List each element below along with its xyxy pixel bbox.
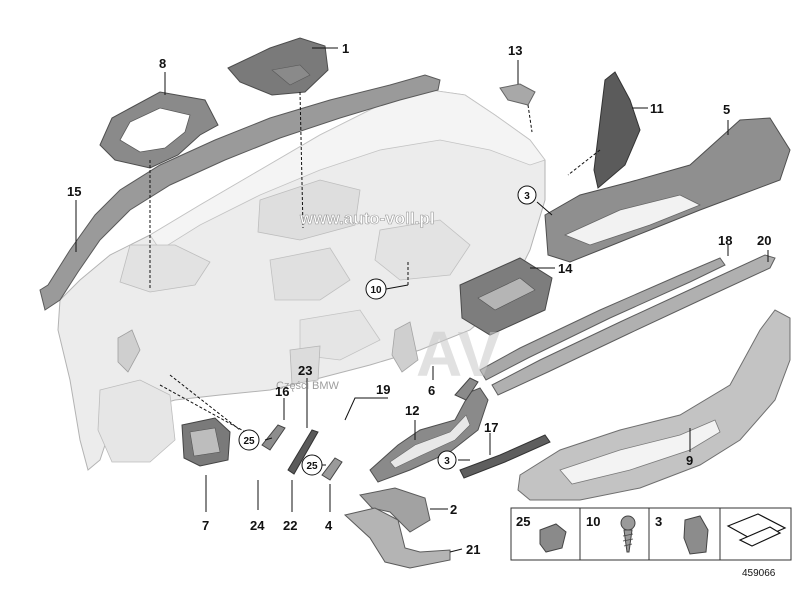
legend-item-3[interactable]: 3: [655, 514, 709, 555]
label-part-14[interactable]: 14: [558, 261, 573, 276]
part-21-lower-trim[interactable]: [343, 507, 451, 569]
part-labels: 1 8 13 11 5 15 18 20 14 6 23 16 19 12 17…: [67, 41, 771, 557]
watermark: www.auto-voll.pl AV Części BMW: [276, 209, 500, 392]
part-14-glovebox-bracket[interactable]: [459, 257, 553, 336]
part-11-side-panel[interactable]: [593, 71, 641, 189]
label-part-12[interactable]: 12: [405, 403, 419, 418]
label-part-20[interactable]: 20: [757, 233, 771, 248]
label-part-23[interactable]: 23: [298, 363, 312, 378]
circle-part-25b: [301, 454, 323, 476]
part-12-center-console-trim[interactable]: [369, 387, 489, 483]
part-15-defroster-strip[interactable]: [39, 74, 441, 311]
legend-label-25: 25: [516, 514, 530, 529]
part-1-center-trim[interactable]: [227, 37, 329, 96]
label-part-15[interactable]: 15: [67, 184, 81, 199]
label-part-17[interactable]: 17: [484, 420, 498, 435]
watermark-caption: Części BMW: [276, 380, 340, 392]
part-4-trim-insert[interactable]: [321, 457, 343, 481]
label-part-18[interactable]: 18: [718, 233, 732, 248]
label-part-7[interactable]: 7: [202, 518, 209, 533]
fastener-legend: 25 10 3: [510, 507, 792, 561]
label-part-13[interactable]: 13: [508, 43, 522, 58]
diagram-id: 459066: [742, 568, 776, 579]
legend-label-10: 10: [586, 514, 600, 529]
leader-lines: [75, 47, 769, 553]
part-9-decor-trim[interactable]: [517, 309, 791, 501]
label-part-16[interactable]: 16: [275, 384, 289, 399]
circle-part-3b: [437, 450, 457, 470]
part-20-seal-strip[interactable]: [491, 254, 776, 396]
label-part-19[interactable]: 19: [376, 382, 390, 397]
part-13-speaker-grille[interactable]: [499, 83, 536, 106]
clip-25-icon: [539, 523, 567, 553]
watermark-url: www.auto-voll.pl: [299, 209, 434, 228]
label-part-6[interactable]: 6: [428, 383, 435, 398]
circle-part-25a: [238, 429, 260, 451]
label-part-10[interactable]: 10: [370, 285, 382, 296]
legend-label-3: 3: [655, 514, 662, 529]
legend-item-25[interactable]: 25: [516, 514, 567, 553]
part-22-trim-strip[interactable]: [287, 429, 319, 475]
label-part-24[interactable]: 24: [250, 518, 265, 533]
part-18-seal-strip[interactable]: [479, 257, 726, 381]
label-part-25b[interactable]: 25: [306, 461, 318, 472]
label-part-5[interactable]: 5: [723, 102, 730, 117]
label-part-25a[interactable]: 25: [243, 436, 255, 447]
legend-item-10[interactable]: 10: [586, 514, 636, 553]
screw-10-icon: [620, 515, 636, 553]
clip-tool-icon: [726, 513, 787, 542]
legend-item-tool[interactable]: [726, 513, 787, 547]
part-8-trim-frame[interactable]: [99, 91, 219, 169]
label-part-9[interactable]: 9: [686, 453, 693, 468]
watermark-logo: AV: [416, 318, 500, 390]
label-part-11[interactable]: 11: [650, 101, 664, 116]
label-part-22[interactable]: 22: [283, 518, 297, 533]
label-part-8[interactable]: 8: [159, 56, 166, 71]
part-6-bracket[interactable]: [454, 377, 479, 401]
label-part-21[interactable]: 21: [466, 542, 480, 557]
label-part-3a[interactable]: 3: [524, 191, 530, 202]
circle-part-10: [365, 278, 387, 300]
clip-3-icon: [683, 515, 709, 555]
circled-labels: 3 10 25 25 3: [238, 185, 537, 476]
part-16-trim-strip[interactable]: [261, 424, 286, 451]
label-part-3b[interactable]: 3: [444, 456, 450, 467]
label-part-2[interactable]: 2: [450, 502, 457, 517]
part-17-trim-strip[interactable]: [459, 434, 551, 479]
dashboard-carrier: [57, 89, 546, 471]
part-5-trim-strip[interactable]: [544, 117, 791, 263]
label-part-1[interactable]: 1: [342, 41, 349, 56]
circle-part-3a: [517, 185, 537, 205]
part-7-air-vent[interactable]: [181, 417, 231, 467]
label-part-4[interactable]: 4: [325, 518, 333, 533]
